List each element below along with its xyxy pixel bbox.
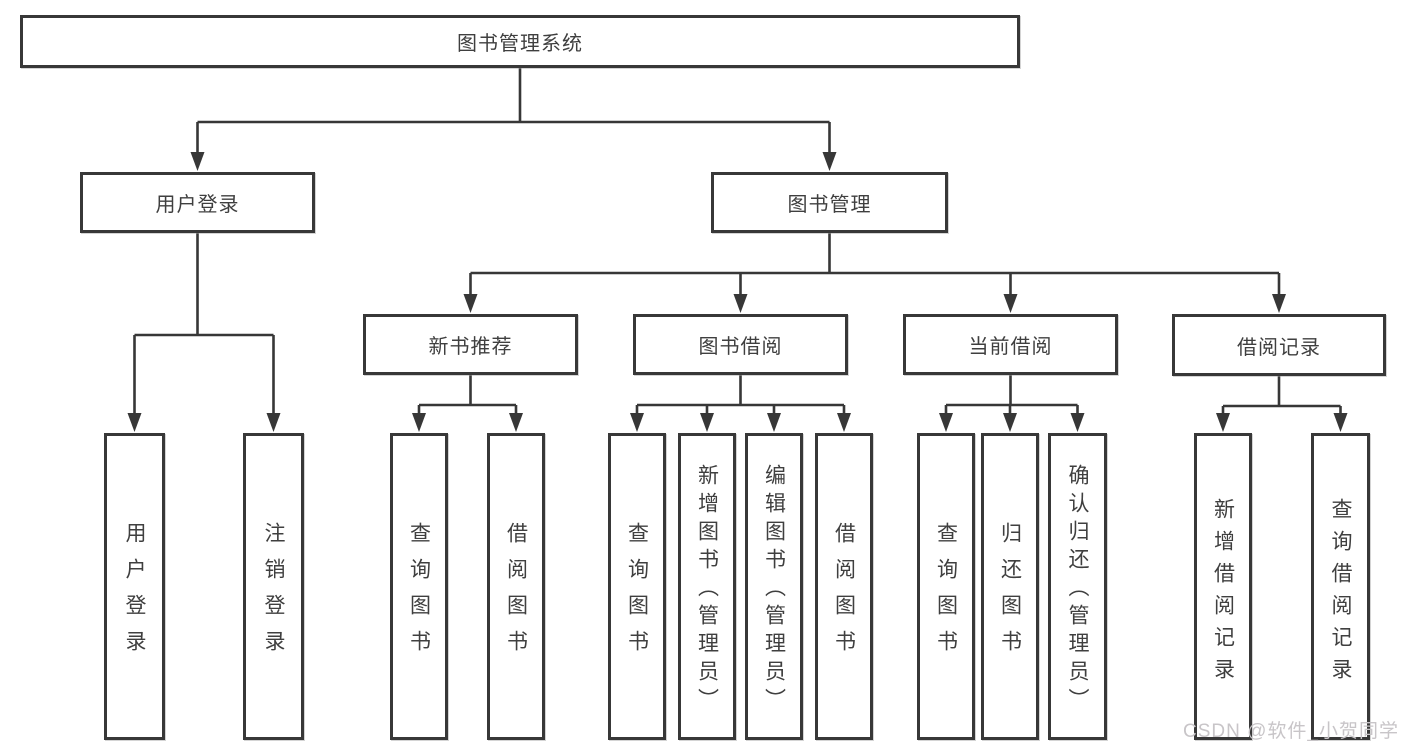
csdn-watermark: CSDN @软件_小贺同学 (1183, 721, 1399, 742)
leaf-add-borrowing-record: 新增借阅记录 (1194, 433, 1252, 740)
leaf-return-books: 归还图书 (981, 433, 1039, 740)
node-label: 编辑图书（管理员） (762, 463, 786, 716)
leaf-user-login: 用户登录 (104, 433, 165, 740)
node-book-borrowing: 图书借阅 (633, 314, 848, 375)
node-label: 借阅图书 (504, 521, 528, 666)
node-current-borrowing: 当前借阅 (903, 314, 1118, 375)
leaf-query-books-recommend: 查询图书 (390, 433, 448, 740)
node-label: 图书借阅 (698, 336, 783, 358)
leaf-query-books-borrowing: 查询图书 (608, 433, 666, 740)
node-label: 确认归还（管理员） (1066, 463, 1089, 716)
leaf-confirm-return-admin: 确认归还（管理员） (1048, 433, 1107, 740)
node-label: 查询图书 (934, 521, 958, 666)
leaf-add-books-admin: 新增图书（管理员） (678, 433, 736, 740)
leaf-query-books-current: 查询图书 (917, 433, 975, 740)
node-label: 用户登录 (155, 194, 240, 216)
leaf-query-borrowing-record: 查询借阅记录 (1311, 433, 1370, 740)
node-new-book-recommendation: 新书推荐 (363, 314, 578, 375)
node-borrowing-records: 借阅记录 (1172, 314, 1386, 376)
node-library-management-system: 图书管理系统 (20, 15, 1020, 68)
node-label: 借阅记录 (1237, 336, 1321, 359)
node-user-login: 用户登录 (80, 172, 315, 233)
node-label: 查询图书 (625, 521, 649, 666)
node-label: 用户登录 (123, 521, 146, 666)
node-label: 归还图书 (998, 521, 1022, 666)
node-label: 借阅图书 (832, 521, 856, 666)
leaf-borrow-books-recommend: 借阅图书 (487, 433, 545, 740)
node-book-management: 图书管理 (711, 172, 948, 233)
node-label: 图书管理系统 (457, 33, 583, 55)
node-label: 查询借阅记录 (1329, 497, 1352, 690)
leaf-logout: 注销登录 (243, 433, 304, 740)
node-label: 图书管理 (787, 194, 872, 216)
node-label: 新书推荐 (428, 336, 513, 358)
leaf-edit-books-admin: 编辑图书（管理员） (745, 433, 803, 740)
node-label: 当前借阅 (968, 336, 1053, 358)
node-label: 查询图书 (407, 521, 431, 666)
node-label: 新增图书（管理员） (695, 463, 719, 716)
node-label: 注销登录 (262, 521, 285, 666)
leaf-borrow-books-borrowing: 借阅图书 (815, 433, 873, 740)
node-label: 新增借阅记录 (1211, 497, 1235, 690)
